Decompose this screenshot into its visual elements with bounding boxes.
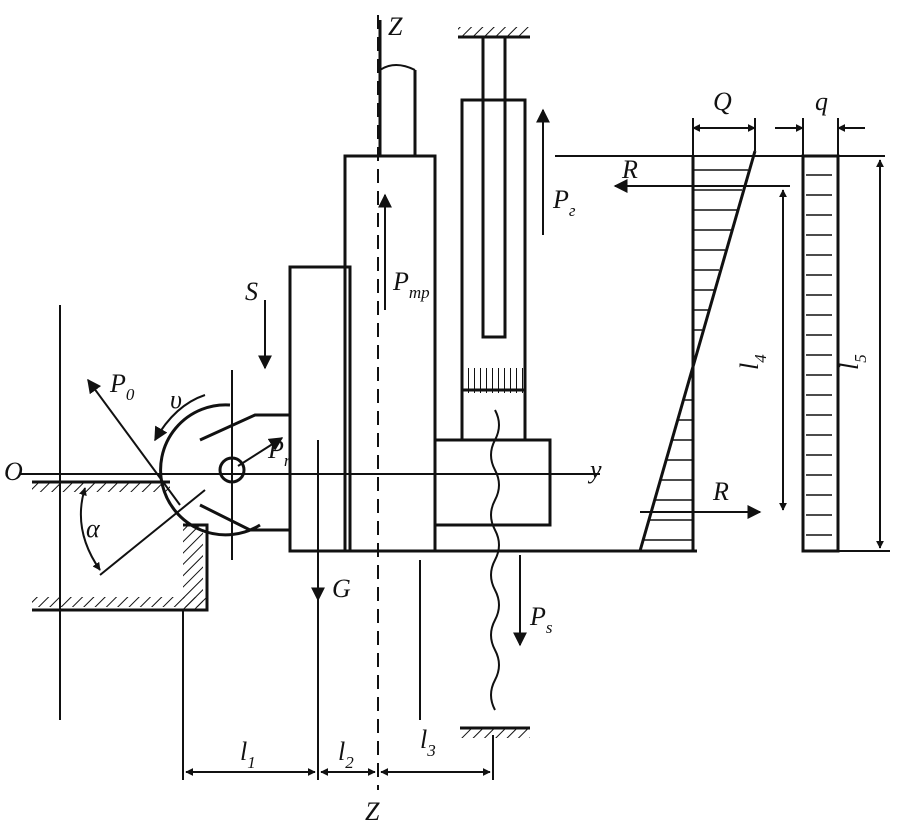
workpiece-ground — [32, 305, 209, 720]
label-o: O — [4, 457, 23, 486]
load-diagrams — [555, 118, 890, 553]
label-l5: l5 — [835, 354, 870, 370]
label-l2: l2 — [338, 737, 354, 772]
rotation-v-arrow — [154, 394, 206, 442]
label-v: υ — [170, 385, 182, 414]
label-q-big: Q — [713, 87, 732, 116]
label-r-top: R — [621, 155, 638, 184]
label-l3: l3 — [420, 725, 436, 760]
label-alpha: α — [86, 514, 101, 543]
force-pr-arrow — [237, 437, 284, 467]
label-g: G — [332, 574, 351, 603]
label-q-small: q — [815, 87, 828, 116]
label-r-bottom: R — [712, 477, 729, 506]
rake-angle-geometry — [79, 378, 206, 576]
slide-body — [258, 20, 697, 602]
label-ps: Ps — [529, 602, 553, 637]
label-l4: l4 — [735, 354, 770, 370]
label-l1: l1 — [240, 737, 256, 772]
roller-head — [154, 370, 290, 560]
uniform-load-hatch — [806, 174, 832, 536]
bottom-dimensions — [182, 600, 494, 780]
label-z-top: Z — [388, 12, 403, 41]
label-y: y — [587, 455, 602, 484]
label-pg: Pг — [552, 185, 576, 220]
label-p0: P0 — [109, 369, 135, 404]
spring-icon — [490, 409, 500, 711]
label-pr: Pr — [267, 435, 291, 470]
cylinder-rod — [419, 27, 552, 738]
triangular-load-hatch — [643, 169, 748, 541]
label-ptr: Pтр — [392, 267, 430, 302]
label-s: S — [245, 277, 258, 306]
force-p0-arrow — [87, 378, 181, 506]
label-z-bottom: Z — [365, 797, 380, 826]
